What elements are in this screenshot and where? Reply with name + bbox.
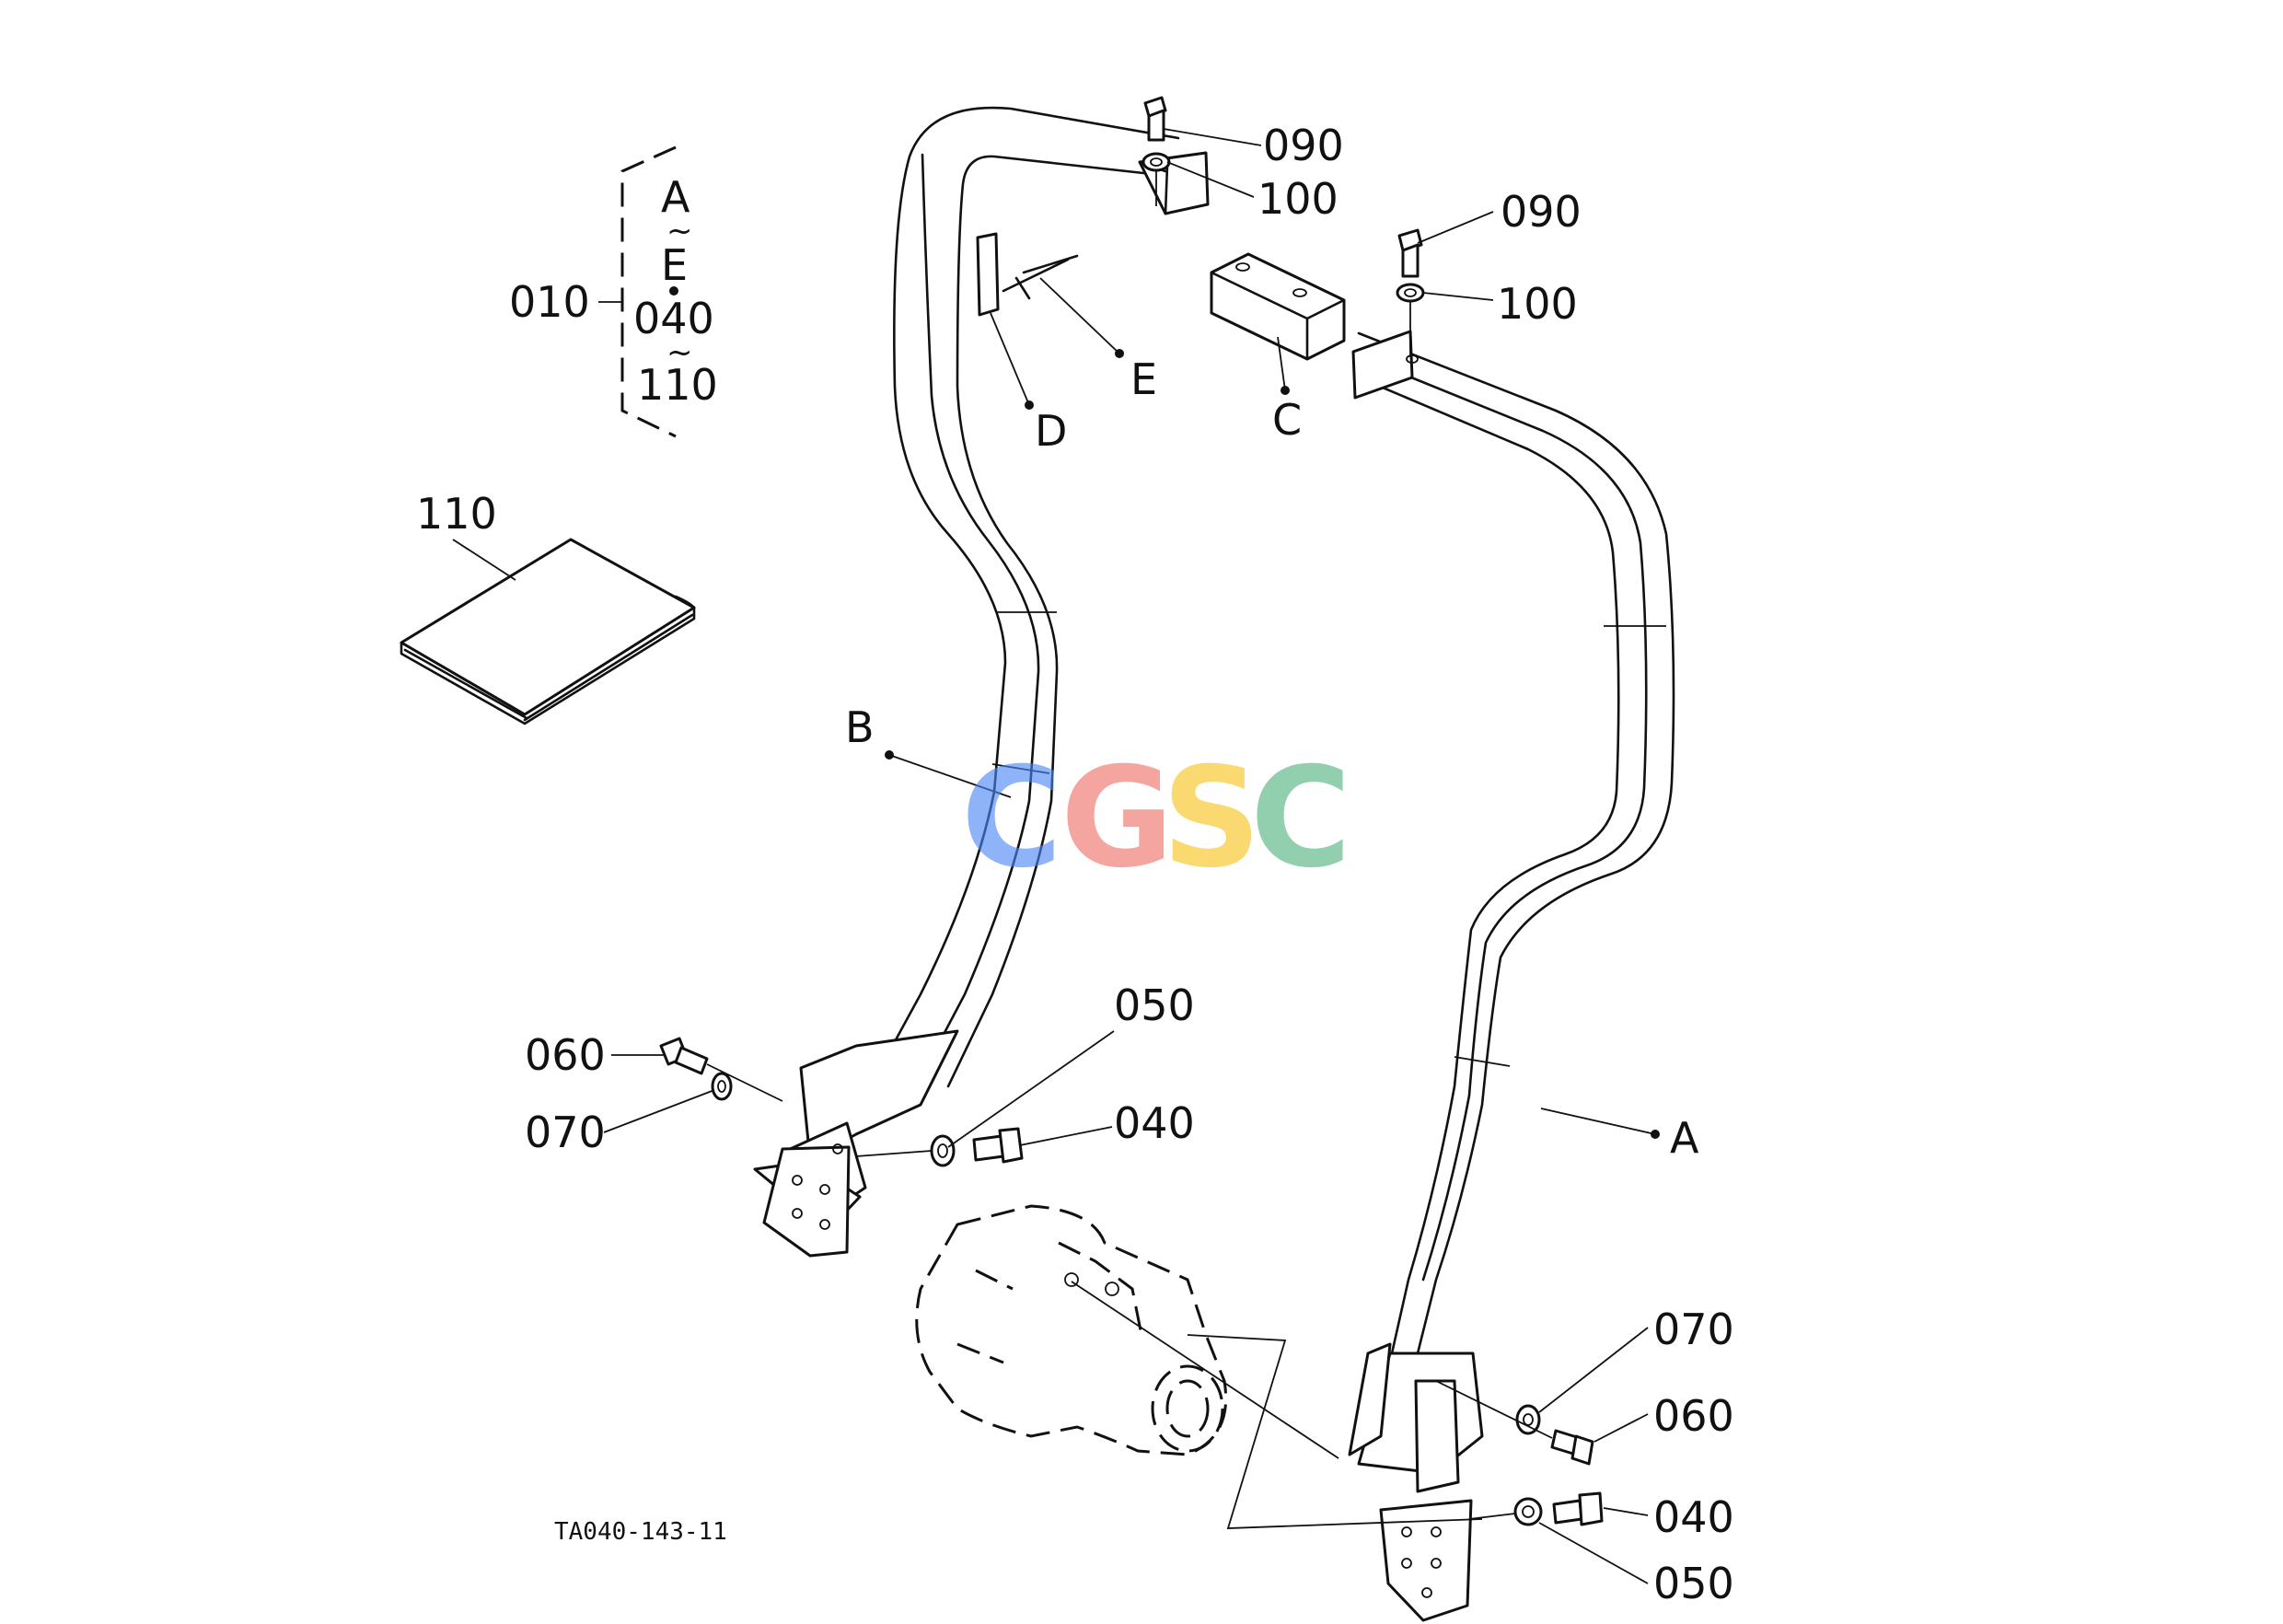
left-bolt-060: [659, 1037, 783, 1102]
callout-b: B: [845, 702, 875, 752]
range-part-to: 110: [637, 360, 718, 410]
frame-b: [863, 106, 1210, 1097]
watermark-letter-3: S: [1162, 738, 1261, 899]
callout-110-manual: 110: [416, 489, 497, 539]
callout-070-right: 070: [1653, 1305, 1734, 1354]
callout-070-left: 070: [525, 1108, 606, 1157]
right-washer-050-bolt-040: [1468, 1491, 1604, 1526]
callout-c: C: [1272, 395, 1302, 445]
callout-a: A: [1670, 1113, 1699, 1163]
callout-090-top-right: 090: [1501, 187, 1582, 237]
left-foot-bracket: [753, 1029, 959, 1258]
left-washer-070: [711, 1072, 733, 1101]
frame-a: [1351, 330, 1675, 1355]
callout-100-top-right: 100: [1497, 279, 1578, 329]
transmission-housing: [915, 1204, 1483, 1529]
left-washer-050-bolt-040: [855, 1127, 1024, 1167]
range-bracket-010: 010 A ~ E 040 ~ 110: [509, 145, 718, 438]
range-letter-to: E: [661, 240, 688, 290]
drawing-code: TA040-143-11: [554, 1518, 727, 1546]
callout-050-right: 050: [1653, 1559, 1734, 1608]
callout-090-top-left: 090: [1263, 121, 1344, 170]
operators-manual-110: [400, 538, 696, 725]
callout-060-right: 060: [1653, 1391, 1734, 1441]
top-left-bolt-washer: [1142, 96, 1171, 206]
range-tilde-1: ~: [666, 213, 693, 249]
watermark-letter-2: G: [1060, 738, 1174, 899]
watermark-letter-4: C: [1250, 738, 1351, 899]
callout-d: D: [1035, 406, 1067, 456]
range-label-010: 010: [509, 277, 590, 327]
right-foot-bracket: [1348, 1342, 1484, 1622]
range-tilde-2: ~: [666, 334, 693, 371]
callout-050-left: 050: [1114, 980, 1195, 1030]
right-washer-070: [1515, 1404, 1541, 1435]
callout-040-right: 040: [1653, 1492, 1734, 1542]
top-right-bolt-washer: [1396, 228, 1425, 357]
callout-e: E: [1130, 354, 1157, 404]
plate-d-and-pin-e: [976, 232, 1079, 317]
watermark-letter-1: C: [961, 738, 1062, 899]
callout-labels: 090 100 090 100 110 B A C D E 060 070 05…: [416, 121, 1734, 1608]
leader-lines: [452, 128, 1660, 1584]
joint-c: [1210, 252, 1346, 361]
range-part-from: 040: [633, 294, 714, 343]
callout-060-left: 060: [525, 1030, 606, 1080]
callout-040-left: 040: [1114, 1098, 1195, 1148]
right-bolt-060: [1435, 1380, 1594, 1466]
watermark-logo: C G S C: [961, 738, 1351, 899]
callout-100-top-left: 100: [1257, 174, 1339, 224]
range-letter-from: A: [661, 172, 690, 222]
